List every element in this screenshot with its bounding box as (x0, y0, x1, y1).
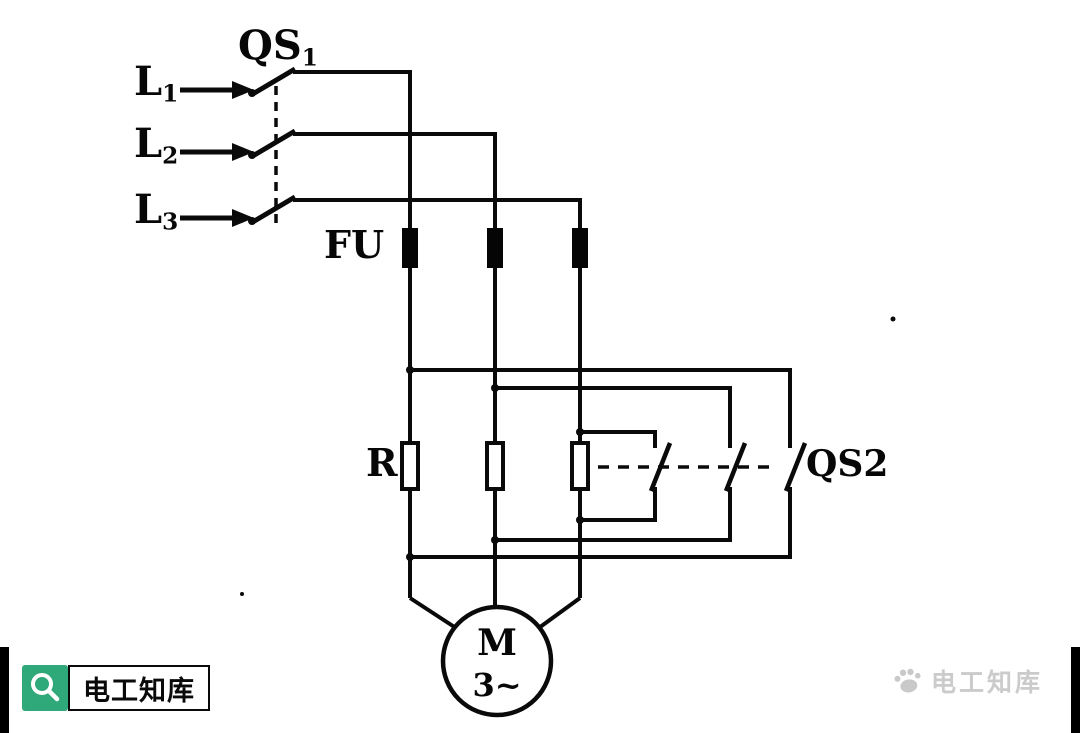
bypass1-lower (410, 487, 792, 559)
fuse-symbol (572, 228, 588, 268)
switch-blade (723, 442, 748, 492)
motor (408, 596, 582, 718)
junction-dots (406, 366, 584, 561)
watermark-right: 电工知库 (892, 663, 1043, 699)
phase1-wire (293, 70, 412, 445)
label-qs1: QS1 (238, 26, 318, 70)
phase2-wire (293, 132, 497, 445)
label-l3: L3 (134, 190, 178, 234)
bypass3-upper (580, 430, 657, 448)
motor-circle (440, 604, 554, 718)
watermark-right-label: 电工知库 (931, 669, 1044, 697)
label-l3-main: L (134, 186, 163, 233)
phase-arrow-head (232, 209, 254, 227)
label-qs2: QS2 (806, 443, 889, 485)
resistor-symbol (485, 441, 505, 491)
resistors (400, 441, 590, 491)
bypass1-upper (410, 368, 792, 448)
motor-lead (408, 596, 461, 632)
motor-lead (534, 596, 582, 632)
switch-blade (249, 194, 297, 226)
phase-arrow-head (232, 81, 254, 99)
phase-arrow-head (232, 143, 254, 161)
label-l2-sub: 2 (162, 142, 179, 170)
magnifier-icon (22, 665, 68, 711)
watermark-left: 电工知库 (22, 665, 210, 711)
label-l1-main: L (134, 58, 163, 105)
switch-blade (783, 442, 808, 492)
scan-edge-bar-left (0, 647, 9, 733)
label-motor-m: M (477, 622, 517, 664)
switch-blade (249, 128, 297, 160)
bypass2-upper (495, 386, 732, 448)
scan-edge-bar-right (1071, 647, 1080, 733)
switch-blade (249, 66, 297, 98)
fuses (402, 228, 588, 268)
label-r: R (366, 440, 398, 485)
phase3-wire (293, 198, 582, 445)
label-qs1-main: QS (238, 22, 302, 69)
bypass3-lower (580, 487, 657, 522)
label-motor-3ph: 3~ (472, 666, 522, 704)
paw-icon (894, 668, 921, 693)
label-qs1-sub: 1 (301, 44, 318, 72)
fuse-symbol (487, 228, 503, 268)
label-l3-sub: 3 (162, 208, 179, 236)
watermark-left-label: 电工知库 (68, 665, 210, 711)
resistor-symbol (570, 441, 590, 491)
bypass2-lower (495, 487, 732, 542)
switch-qs1 (180, 66, 297, 228)
label-l1-sub: 1 (162, 80, 179, 108)
label-l2: L2 (134, 124, 178, 168)
label-l1: L1 (134, 62, 178, 106)
resistor-symbol (400, 441, 420, 491)
scan-artifacts (240, 316, 896, 596)
phase-wires (293, 70, 582, 610)
switch-qs2-bypass (406, 366, 808, 561)
label-l2-main: L (134, 120, 163, 167)
fuse-symbol (402, 228, 418, 268)
label-fu: FU (324, 222, 385, 267)
